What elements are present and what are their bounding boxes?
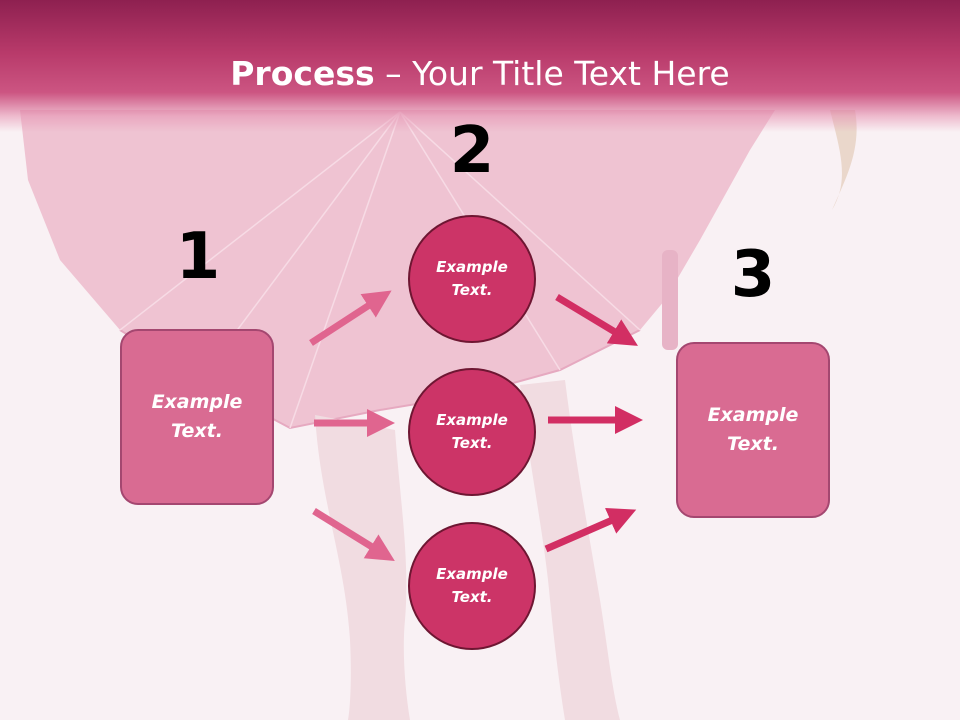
step-2-circle-middle: Example Text.: [408, 368, 536, 496]
step-3-text: Example Text.: [707, 404, 799, 455]
title-bar: [0, 0, 960, 132]
page-title: Process – Your Title Text Here: [0, 52, 960, 96]
step-2-circle-bottom-text: Example Text.: [436, 565, 508, 606]
step-2-circle-top: Example Text.: [408, 215, 536, 343]
step-3-number: 3: [730, 238, 776, 312]
step-1-text: Example Text.: [151, 391, 243, 442]
step-2-circle-top-text: Example Text.: [436, 258, 508, 299]
arrow-top-to-3: [555, 294, 638, 346]
step-2-circle-bottom: Example Text.: [408, 522, 536, 650]
title-bold: Process: [230, 54, 375, 93]
step-2-number: 2: [449, 114, 495, 188]
step-2-circle-middle-text: Example Text.: [436, 411, 508, 452]
arrow-bottom-to-3: [544, 507, 637, 553]
step-1-number: 1: [175, 220, 221, 294]
step-1-box: Example Text.: [120, 329, 274, 505]
arrow-1-to-top: [309, 290, 392, 346]
arrow-1-to-bottom: [312, 508, 395, 562]
title-rest: – Your Title Text Here: [374, 54, 730, 93]
step-3-box: Example Text.: [676, 342, 830, 518]
